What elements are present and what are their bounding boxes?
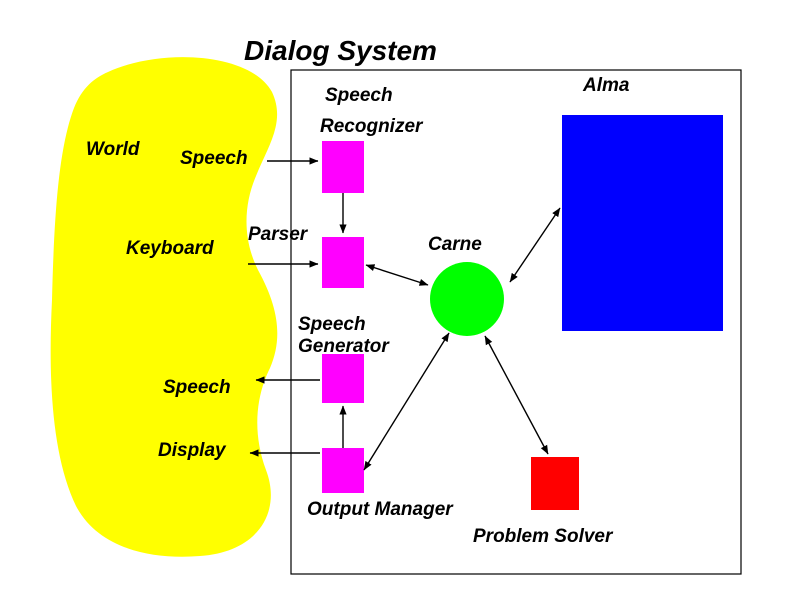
- parser-label: Parser: [248, 224, 309, 245]
- speech-output-label: Speech: [163, 377, 231, 398]
- speech-recognizer-label-line2: Recognizer: [320, 116, 424, 137]
- output-manager-box: [322, 448, 364, 493]
- dialog-system-frame: [290, 69, 742, 575]
- parser-box: [322, 237, 364, 288]
- arrow-carne-output-manager: [363, 332, 450, 471]
- problem-solver-label: Problem Solver: [473, 526, 614, 547]
- carne-node: [430, 262, 504, 336]
- arrow-parser-carne: [365, 264, 429, 286]
- display-label: Display: [158, 440, 227, 461]
- alma-label: Alma: [582, 75, 630, 96]
- speech-input-label: Speech: [180, 148, 248, 169]
- world-label: World: [86, 139, 140, 160]
- output-manager-label: Output Manager: [307, 499, 454, 520]
- arrow-carne-alma: [509, 207, 561, 283]
- arrow-carne-problem-solver: [484, 335, 549, 455]
- world-region: [50, 57, 278, 557]
- speech-recognizer-label-line1: Speech: [325, 85, 393, 106]
- carne-label: Carne: [428, 234, 482, 255]
- speech-recognizer-box: [322, 141, 364, 193]
- alma-box: [562, 115, 723, 331]
- problem-solver-box: [531, 457, 579, 510]
- speech-generator-label-line2: Generator: [298, 336, 390, 357]
- speech-generator-box: [322, 354, 364, 403]
- diagram-title: Dialog System: [244, 35, 437, 66]
- speech-generator-label-line1: Speech: [298, 314, 366, 335]
- keyboard-label: Keyboard: [126, 238, 214, 259]
